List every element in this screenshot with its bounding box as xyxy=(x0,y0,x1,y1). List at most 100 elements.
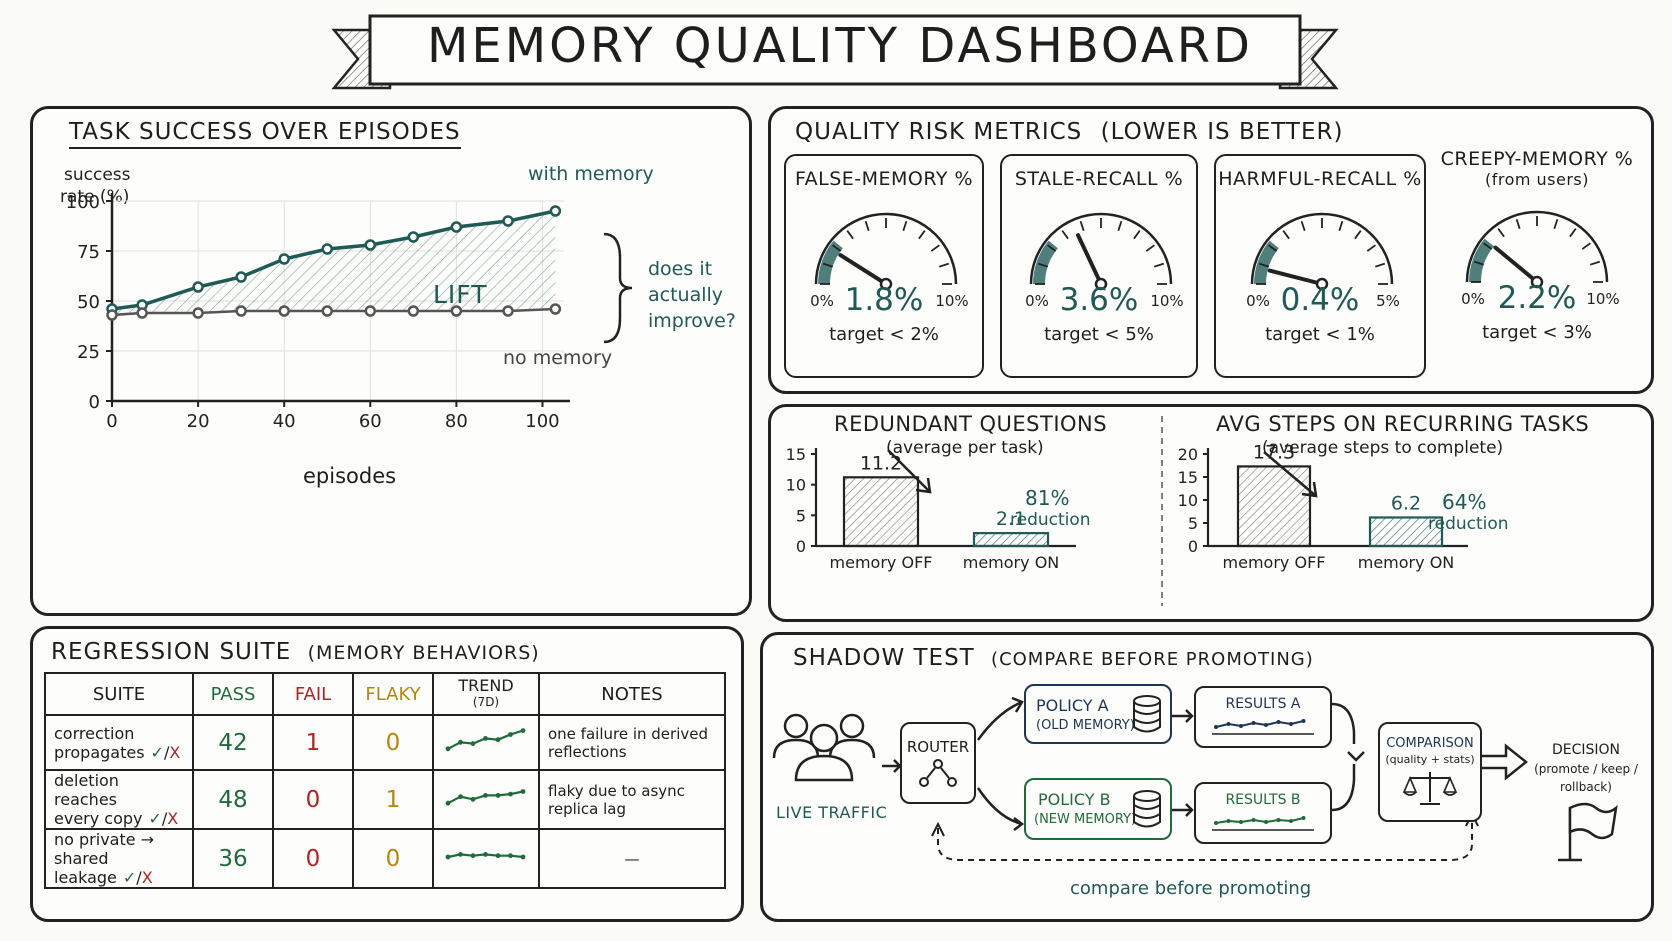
gauge-title: STALE-RECALL % xyxy=(1014,168,1184,190)
trend-point xyxy=(458,851,463,857)
cross-mark-icon: X xyxy=(167,809,179,828)
gauge-tick xyxy=(1553,218,1559,230)
trend-point xyxy=(508,731,513,737)
x-tick-label: 100 xyxy=(525,411,559,432)
gauge-tick xyxy=(864,220,870,232)
comparison-node[interactable]: COMPARISON (quality + stats) xyxy=(1378,722,1482,822)
router-branch-icon xyxy=(919,759,957,787)
note-line2: reflections xyxy=(548,742,627,761)
gauge-tick xyxy=(1145,244,1155,252)
redundant-subtitle: (average per task) xyxy=(886,438,1044,458)
lift-label: LIFT xyxy=(433,280,488,309)
with-memory-point xyxy=(450,221,463,233)
trend-point xyxy=(495,736,501,742)
gauge-tick xyxy=(822,262,834,268)
gauge-tick xyxy=(832,244,842,252)
gauge-min-label: 0% xyxy=(1025,292,1049,306)
spark-line xyxy=(1215,720,1304,728)
spark-point xyxy=(1301,719,1306,723)
gauge-dial: 0%10% xyxy=(810,212,969,306)
gauge-tick xyxy=(846,230,854,240)
bar-y-tick-label: 15 xyxy=(786,445,806,464)
trend-header-sub: (7D) xyxy=(472,695,500,709)
no-memory-point xyxy=(502,305,514,317)
note-line2: replica lag xyxy=(548,799,627,818)
gauge-target-zone xyxy=(1254,240,1279,284)
bar-value-label: 17.3 xyxy=(1253,441,1295,463)
gauge-arc xyxy=(814,212,958,285)
policy-a-node[interactable]: POLICY A (OLD MEMORY) xyxy=(1024,684,1172,744)
gauge-tick xyxy=(938,262,950,268)
steps-subtitle: (average steps to complete) xyxy=(1262,438,1504,458)
flaky-count: 0 xyxy=(352,828,434,889)
redundant-reduction-pct: 81% xyxy=(1025,486,1070,510)
note-line1: flaky due to async xyxy=(548,781,685,800)
y-tick-label: 75 xyxy=(77,242,100,263)
router-node[interactable]: ROUTER xyxy=(900,722,976,804)
quality-risk-subtitle: (LOWER IS BETTER) xyxy=(1100,119,1344,145)
router-label: ROUTER xyxy=(906,738,970,756)
bar-y-tick-label: 10 xyxy=(1178,491,1198,510)
with-memory-point xyxy=(407,231,420,243)
trend-point xyxy=(495,792,501,798)
bar-y-tick-label: 10 xyxy=(786,476,806,495)
spark-point xyxy=(1264,820,1268,824)
no-memory-point xyxy=(450,305,463,317)
results-b-sparkline xyxy=(1212,816,1314,831)
gauge-tick xyxy=(1483,242,1493,250)
gauge-tick xyxy=(1374,262,1386,268)
no-memory-point xyxy=(106,309,118,321)
policy-b-database-icon xyxy=(1133,790,1161,828)
trend-point xyxy=(470,740,476,746)
gauge-min-label: 0% xyxy=(810,292,834,306)
gauge-title: FALSE-MEMORY % xyxy=(794,168,974,190)
reduction-arrow-icon xyxy=(1263,451,1318,498)
bar xyxy=(1368,516,1444,548)
trend-sparkline xyxy=(445,851,526,859)
gauge-tick xyxy=(1282,230,1290,240)
bar-category-label: memory ON xyxy=(963,553,1060,572)
efficiency-divider xyxy=(1161,416,1163,606)
no-memory-point xyxy=(407,305,420,317)
scales-icon xyxy=(1402,772,1458,805)
gauge-tick xyxy=(1589,260,1601,266)
spark-point xyxy=(1289,722,1293,726)
live-traffic-label: LIVE TRAFFIC xyxy=(776,803,888,822)
regression-subtitle: (MEMORY BEHAVIORS) xyxy=(307,642,540,664)
quality-risk-title: QUALITY RISK METRICS xyxy=(795,119,1083,145)
no-memory-point xyxy=(235,305,247,317)
results-a-node[interactable]: RESULTS A xyxy=(1194,686,1332,748)
with-memory-point xyxy=(364,239,377,251)
gauge-value: 1.8% xyxy=(844,282,924,318)
x-tick-label: 20 xyxy=(187,411,210,432)
gauge-tick xyxy=(1133,230,1141,240)
trend-point xyxy=(445,745,451,751)
redundant-reduction-word: reduction xyxy=(1010,510,1091,530)
fail-count: 0 xyxy=(272,828,354,889)
spark-point xyxy=(1289,819,1293,823)
gauge-target-zone xyxy=(1469,238,1494,282)
steps-title: AVG STEPS ON RECURRING TASKS xyxy=(1216,412,1590,436)
trend-point xyxy=(483,851,488,857)
gauge-tick xyxy=(1338,220,1344,232)
bar-y-tick-label: 15 xyxy=(1178,468,1198,487)
compare-loop-label: compare before promoting xyxy=(1070,878,1312,899)
lift-question-2: actually xyxy=(648,284,724,306)
lift-question-1: does it xyxy=(648,258,713,280)
gauge-min-label: 0% xyxy=(1461,290,1485,304)
results-b-node[interactable]: RESULTS B xyxy=(1194,782,1332,844)
gauge-tick xyxy=(1366,244,1376,252)
policy-b-node[interactable]: POLICY B (NEW MEMORY) xyxy=(1024,778,1172,840)
comparison-sub: (quality + stats) xyxy=(1385,753,1475,766)
spark-point xyxy=(1214,725,1218,729)
decision-sub-1: (promote / keep / xyxy=(1534,762,1638,776)
trend-point xyxy=(520,854,526,859)
notes-cell: — xyxy=(538,828,726,889)
gauge-needle xyxy=(838,253,888,286)
gauge-dial: 0%10% xyxy=(1025,212,1184,306)
trend-point xyxy=(458,739,463,745)
regression-title: REGRESSION SUITE xyxy=(51,639,292,665)
bar xyxy=(1236,465,1312,548)
